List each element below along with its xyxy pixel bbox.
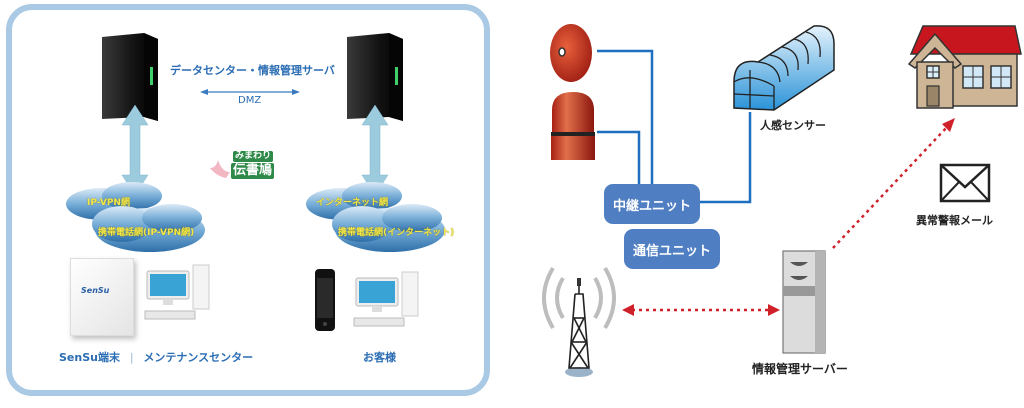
envelope-icon xyxy=(939,163,991,203)
bell-line xyxy=(597,49,654,185)
antenna-tower-icon xyxy=(542,266,616,377)
relay-unit-box: 中継ユニット xyxy=(604,184,700,224)
communication-unit-box: 通信ユニット xyxy=(624,229,720,269)
greenhouse-icon xyxy=(733,25,835,111)
datacenter-server-left-icon xyxy=(102,33,158,121)
cloud-left-bottom-label: 携帯電話網(IP-VPN網) xyxy=(98,228,195,238)
alert-mail-label: 異常警報メール xyxy=(916,214,993,227)
sensor-line xyxy=(700,112,752,204)
house-icon xyxy=(907,25,1022,109)
info-server-icon xyxy=(782,250,826,354)
dmz-arrow-icon xyxy=(200,89,300,95)
motion-sensor-label: 人感センサー xyxy=(760,119,826,132)
bottom-label-left: SenSu端末 | メンテナンスセンター xyxy=(59,349,253,365)
beacon-line xyxy=(597,130,641,185)
dotted-arrowhead-right xyxy=(768,304,780,316)
cloud-right-bottom-label: 携帯電話網(インターネット) xyxy=(338,228,455,238)
info-server-label: 情報管理サーバー xyxy=(752,362,848,376)
customer-label: お客様 xyxy=(363,351,396,364)
cloud-right-icon xyxy=(306,182,445,252)
server-house-dotted-link xyxy=(832,125,949,249)
cloud-right-top-label: インターネット網 xyxy=(316,198,389,208)
sensu-brand-label: SenSu xyxy=(81,286,110,295)
cloud-left-icon xyxy=(66,182,205,252)
sensu-terminal-label: SenSu端末 xyxy=(59,351,120,364)
smartphone-icon xyxy=(315,269,335,331)
datacenter-label: データセンター・情報管理サーバ xyxy=(170,64,335,77)
alarm-bell-icon xyxy=(550,24,592,82)
dotted-arrowhead-left xyxy=(622,304,634,316)
dmz-label: DMZ xyxy=(238,95,262,106)
label-separator: | xyxy=(129,351,134,364)
pigeon-logo-icon xyxy=(210,160,230,178)
desktop-pc-right-icon xyxy=(353,271,419,327)
cloud-left-top-label: IP-VPN網 xyxy=(87,198,130,208)
maintenance-center-label: メンテナンスセンター xyxy=(143,351,254,364)
warning-beacon-icon xyxy=(551,92,595,160)
desktop-pc-left-icon xyxy=(144,264,210,320)
sensu-device: SenSu xyxy=(70,258,134,336)
datacenter-server-right-icon xyxy=(347,33,403,121)
logo-line1: みまわり xyxy=(233,151,274,162)
dotted-arrowhead-house xyxy=(942,118,955,132)
logo-line2: 伝書鳩 xyxy=(231,163,275,179)
